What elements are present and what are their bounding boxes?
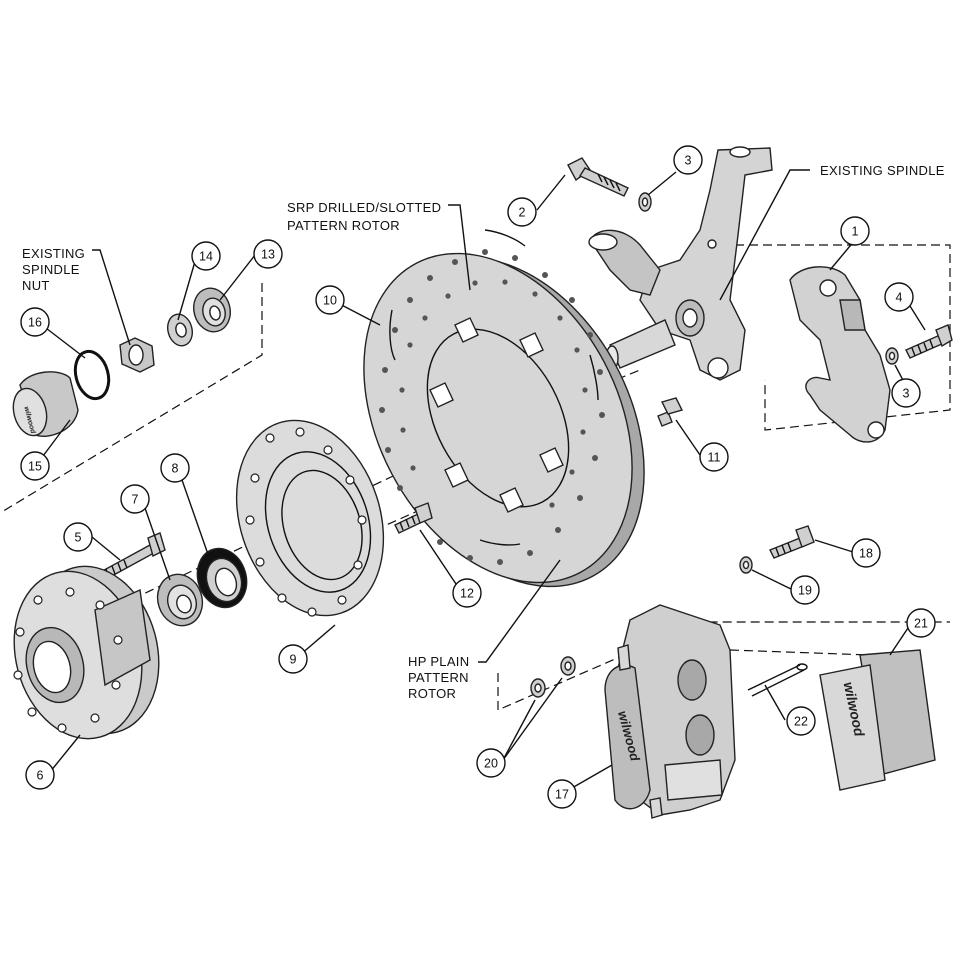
callout-15: 15	[20, 451, 50, 481]
label-existing-spindle: EXISTING SPINDLE	[820, 163, 945, 178]
caliper-bracket-part	[789, 266, 891, 443]
callout-2: 2	[507, 197, 537, 227]
callout-number: 21	[914, 617, 928, 631]
hat-adapter-part	[235, 419, 385, 617]
callout-14: 14	[191, 241, 221, 271]
callout-number: 3	[685, 154, 692, 168]
callout-11: 11	[699, 442, 729, 472]
callout-3-top: 3	[673, 145, 703, 175]
callout-number: 7	[132, 493, 139, 507]
retaining-pin-22-part	[747, 663, 808, 697]
washer-19-part	[739, 556, 753, 574]
callout-6: 6	[25, 760, 55, 790]
washer-14-part	[166, 313, 194, 347]
callout-number: 14	[199, 250, 213, 264]
callout-8: 8	[160, 453, 190, 483]
shims-20-part	[530, 656, 576, 698]
callout-5: 5	[63, 522, 93, 552]
bearing-13-part	[193, 287, 231, 333]
washer-3-right-part	[885, 347, 899, 365]
callout-number: 10	[323, 294, 337, 308]
bolt-11-part	[657, 397, 684, 427]
callout-number: 15	[28, 460, 42, 474]
label-hp-rotor-line1: HP PLAIN	[408, 654, 469, 669]
label-spindle-nut-line2: SPINDLE	[22, 262, 80, 277]
callout-10: 10	[315, 285, 345, 315]
callout-number: 22	[794, 715, 808, 729]
callout-number: 6	[37, 769, 44, 783]
bearing-7-part	[156, 573, 204, 627]
callout-number: 8	[172, 462, 179, 476]
callout-22: 22	[786, 706, 816, 736]
label-spindle-nut-line1: EXISTING	[22, 246, 85, 261]
callout-12: 12	[452, 578, 482, 608]
callout-number: 1	[852, 225, 859, 239]
label-hp-rotor-line2: PATTERN	[408, 670, 469, 685]
callout-16: 16	[20, 307, 50, 337]
callout-number: 2	[519, 206, 526, 220]
label-spindle-nut-line3: NUT	[22, 278, 50, 293]
callout-number: 13	[261, 248, 275, 262]
callout-number: 5	[75, 531, 82, 545]
caliper-part: wilwood	[604, 604, 736, 819]
callout-20: 20	[476, 748, 506, 778]
callout-number: 19	[798, 584, 812, 598]
callout-3-right: 3	[891, 378, 921, 408]
callout-7: 7	[120, 484, 150, 514]
callout-19: 19	[790, 575, 820, 605]
callout-number: 16	[28, 316, 42, 330]
callout-number: 9	[290, 653, 297, 667]
callout-13: 13	[253, 239, 283, 269]
callout-9: 9	[278, 644, 308, 674]
callout-number: 4	[896, 291, 903, 305]
rotor-part	[363, 229, 645, 588]
callout-4: 4	[884, 282, 914, 312]
callout-number: 18	[859, 547, 873, 561]
brake-pads-21-part: wilwood	[819, 649, 936, 791]
dust-cap-15-part: wilwood	[12, 371, 79, 437]
text-labels: EXISTING SPINDLE SRP DRILLED/SLOTTED PAT…	[22, 163, 945, 701]
callout-17: 17	[547, 779, 577, 809]
o-ring-16-part	[73, 349, 111, 401]
label-hp-rotor-line3: ROTOR	[408, 686, 456, 701]
bolt-18-part	[769, 525, 815, 559]
label-srp-rotor-line1: SRP DRILLED/SLOTTED	[287, 200, 441, 215]
callout-number: 11	[708, 451, 721, 465]
callout-number: 3	[903, 387, 910, 401]
spindle-nut-part	[119, 337, 155, 373]
callout-number: 17	[555, 788, 569, 802]
callout-1: 1	[840, 216, 870, 246]
hub-part	[13, 565, 160, 740]
existing-spindle-part	[588, 146, 773, 381]
leader-lines	[39, 169, 926, 793]
bolt-2-part	[567, 157, 629, 197]
seal-8-part	[196, 547, 248, 609]
callout-18: 18	[851, 538, 881, 568]
label-srp-rotor-line2: PATTERN ROTOR	[287, 218, 400, 233]
callout-number: 20	[484, 757, 498, 771]
washer-3-top-part	[638, 192, 652, 212]
bolt-4-part	[905, 324, 953, 359]
bolt-12-part	[394, 502, 433, 534]
callout-21: 21	[906, 608, 936, 638]
callout-number: 12	[460, 587, 474, 601]
